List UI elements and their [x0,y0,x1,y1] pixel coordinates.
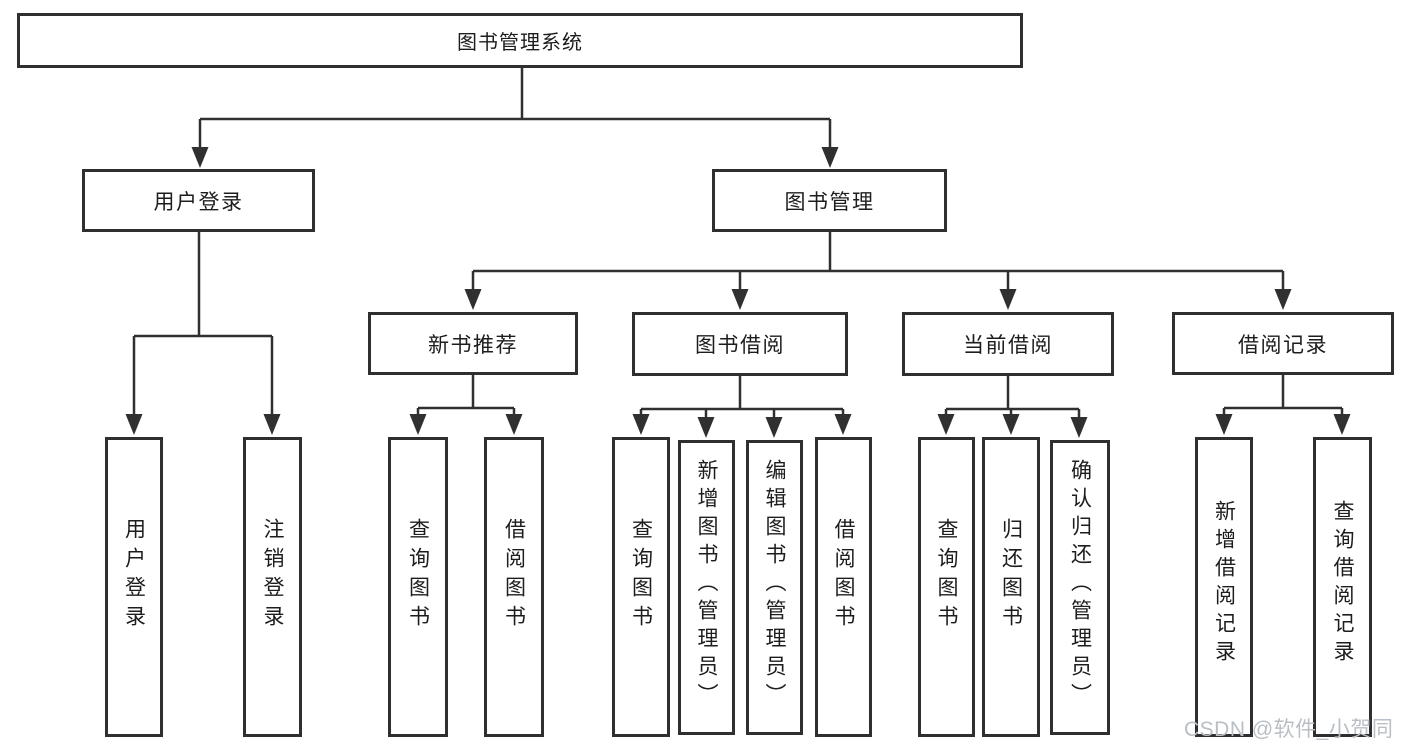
node-book-management: 图书管理 [712,169,947,232]
node-borrowing-records: 借阅记录 [1172,312,1394,375]
leaf-current-return-book: 归还图书 [982,437,1040,737]
leaf-records-query-borrow-record: 查询借阅记录 [1313,437,1372,737]
leaf-newrec-query-books: 查询图书 [388,437,448,737]
watermark-text: CSDN @软件_小贺同学 [1184,718,1394,741]
leaf-borrow-query-books: 查询图书 [612,437,670,737]
leaf-borrow-borrow-books: 借阅图书 [815,437,872,737]
leaf-records-add-borrow-record: 新增借阅记录 [1195,437,1253,737]
leaf-current-query-books: 查询图书 [918,437,975,737]
node-new-book-recommend: 新书推荐 [368,312,578,375]
node-user-login: 用户登录 [82,169,315,232]
node-current-borrowing: 当前借阅 [902,312,1114,376]
leaf-user-login: 用户登录 [105,437,163,737]
leaf-borrow-edit-book-admin: 编辑图书（管理员） [746,440,803,735]
leaf-current-confirm-return-admin: 确认归还（管理员） [1050,440,1110,735]
leaf-borrow-add-book-admin: 新增图书（管理员） [678,440,735,735]
node-book-borrowing: 图书借阅 [632,312,848,376]
leaf-newrec-borrow-books: 借阅图书 [484,437,544,737]
node-root: 图书管理系统 [17,13,1023,68]
leaf-logout-login: 注销登录 [243,437,302,737]
